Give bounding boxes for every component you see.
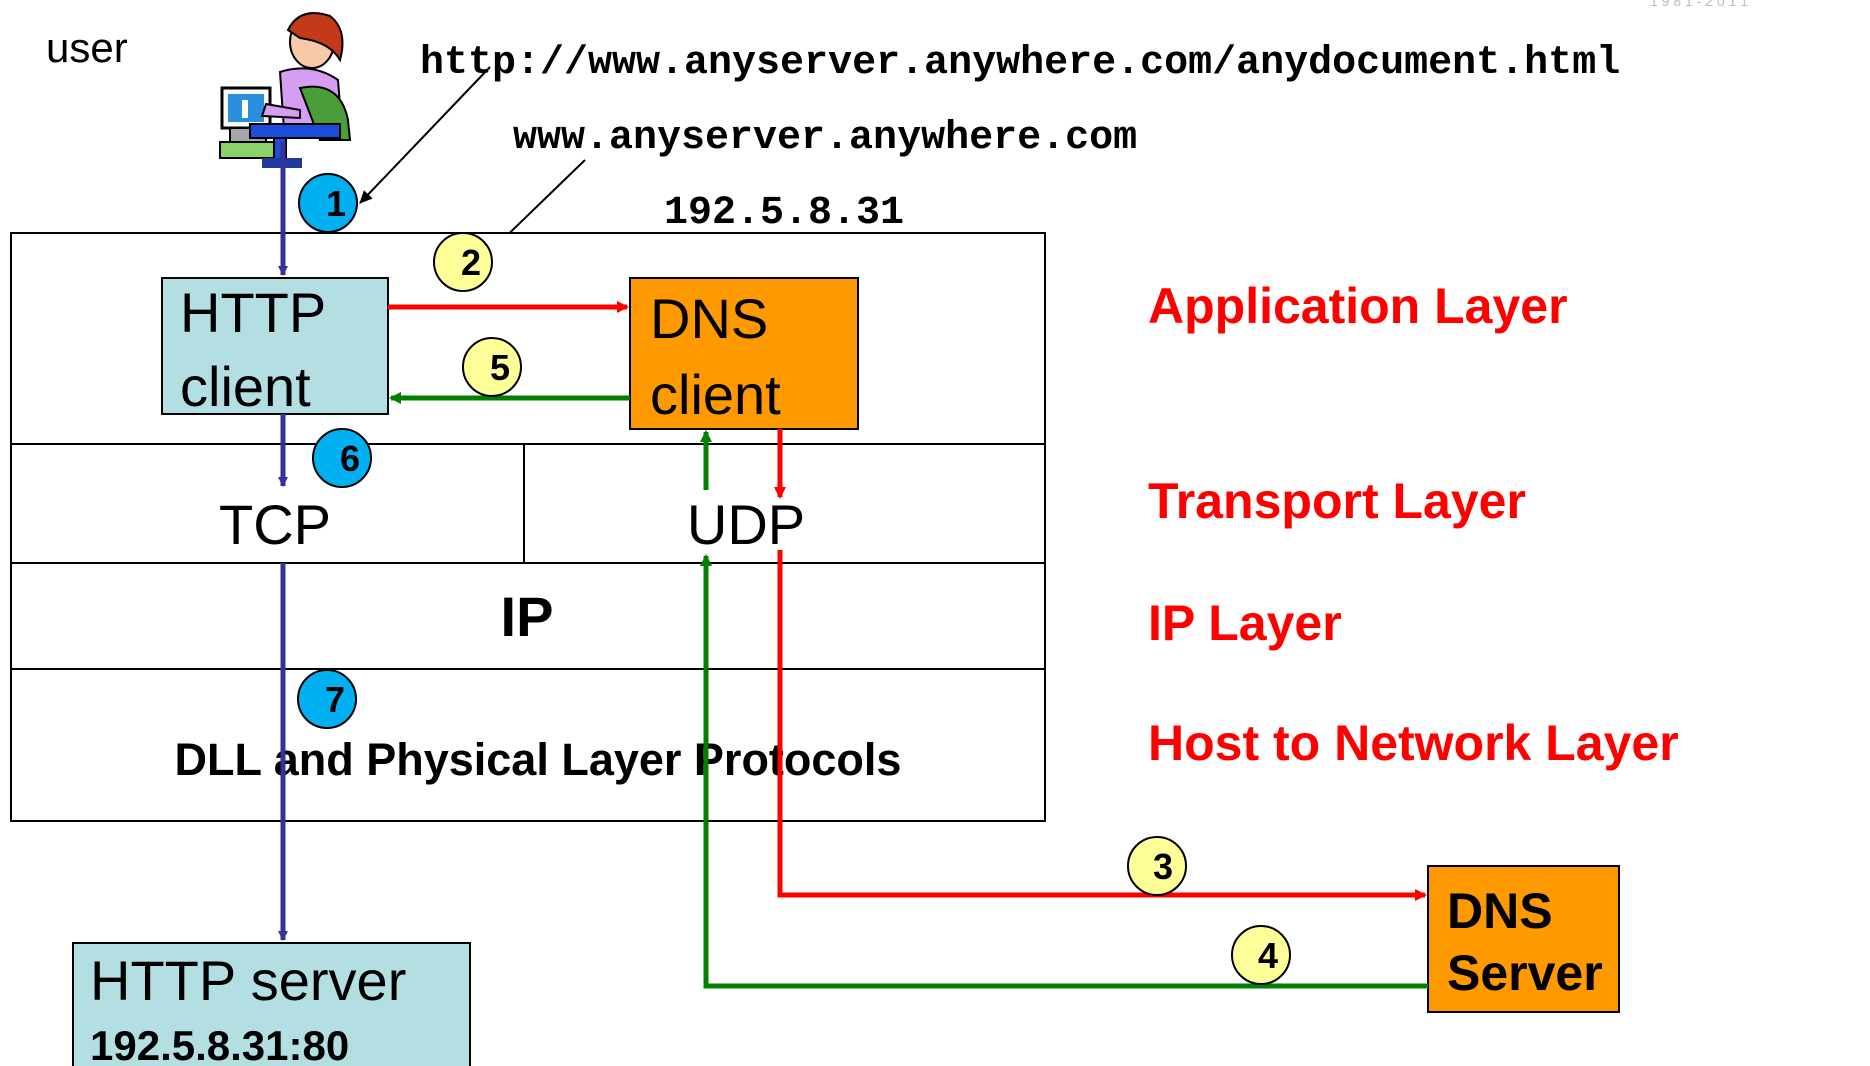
- dns-server-line1: DNS: [1447, 883, 1553, 939]
- ip-layer-label: IP Layer: [1148, 595, 1342, 651]
- dns-client-box: DNS client: [629, 277, 859, 430]
- step-1-badge: 1: [298, 173, 358, 233]
- dns-server-to-udp-response-arrow: [700, 554, 1428, 989]
- hostname-text: www.anyserver.anywhere.com: [513, 116, 1137, 161]
- tcp-label: TCP: [219, 493, 331, 556]
- step-7-badge: 7: [297, 669, 357, 729]
- step-3-number: 3: [1153, 846, 1173, 887]
- step-4-number: 4: [1258, 935, 1278, 976]
- step-5-number: 5: [490, 347, 510, 388]
- step-5-badge: 5: [462, 337, 522, 397]
- step-7-number: 7: [325, 679, 345, 720]
- corner-text: 1 9 8 1 - 2 0 1 1: [1650, 0, 1748, 9]
- step-2-badge: 2: [433, 232, 493, 292]
- user-computer-icon: [219, 12, 352, 168]
- user-label: user: [46, 24, 128, 71]
- transport-layer-label: Transport Layer: [1148, 473, 1526, 529]
- http-server-title: HTTP server: [90, 949, 406, 1012]
- http-client-line1: HTTP: [180, 281, 326, 344]
- dns-client-line2: client: [650, 363, 781, 426]
- http-client-line2: client: [180, 355, 311, 418]
- dns-server-line2: Server: [1447, 945, 1603, 1001]
- step-2-number: 2: [461, 242, 481, 283]
- step-6-number: 6: [340, 438, 360, 479]
- udp-label: UDP: [687, 493, 805, 556]
- dns-server-box: DNS Server: [1427, 865, 1620, 1013]
- ip-label: IP: [501, 585, 554, 648]
- http-server-address: 192.5.8.31:80: [90, 1022, 349, 1066]
- pointer-url-to-step1: [359, 66, 491, 204]
- application-layer-label: Application Layer: [1148, 278, 1568, 334]
- udp-to-dns-server-request-arrow: [777, 550, 1427, 901]
- step-6-badge: 6: [312, 428, 372, 488]
- ip-address-text: 192.5.8.31: [664, 191, 904, 236]
- step-4-badge: 4: [1231, 925, 1291, 985]
- http-client-box: HTTP client: [161, 277, 389, 418]
- host-to-network-layer-label: Host to Network Layer: [1148, 715, 1679, 771]
- step-3-badge: 3: [1127, 836, 1187, 896]
- step-1-number: 1: [326, 183, 346, 224]
- dns-client-line1: DNS: [650, 287, 768, 350]
- http-server-box: HTTP server 192.5.8.31:80: [72, 942, 471, 1066]
- full-url-text: http://www.anyserver.anywhere.com/anydoc…: [420, 41, 1620, 86]
